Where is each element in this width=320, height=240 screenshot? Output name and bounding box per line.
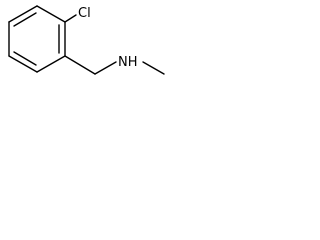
c-cl-bond — [64, 14, 77, 23]
ch2-n-bond — [94, 61, 117, 75]
n-methyl-bond — [142, 61, 165, 75]
ring-bond-4 — [8, 55, 38, 73]
amine-atom-label: NH — [118, 55, 138, 70]
chlorine-atom-label: Cl — [78, 6, 91, 21]
ring-double-bond-bottom — [13, 51, 37, 66]
ring-double-bond-top-left — [13, 12, 37, 27]
chemical-structure-diagram: Cl NH — [8, 5, 165, 75]
ring-bond-6 — [8, 5, 38, 23]
ring-ch2-bond — [64, 55, 96, 75]
ring-bond-3 — [36, 55, 66, 73]
ring-bond-1 — [36, 5, 66, 23]
